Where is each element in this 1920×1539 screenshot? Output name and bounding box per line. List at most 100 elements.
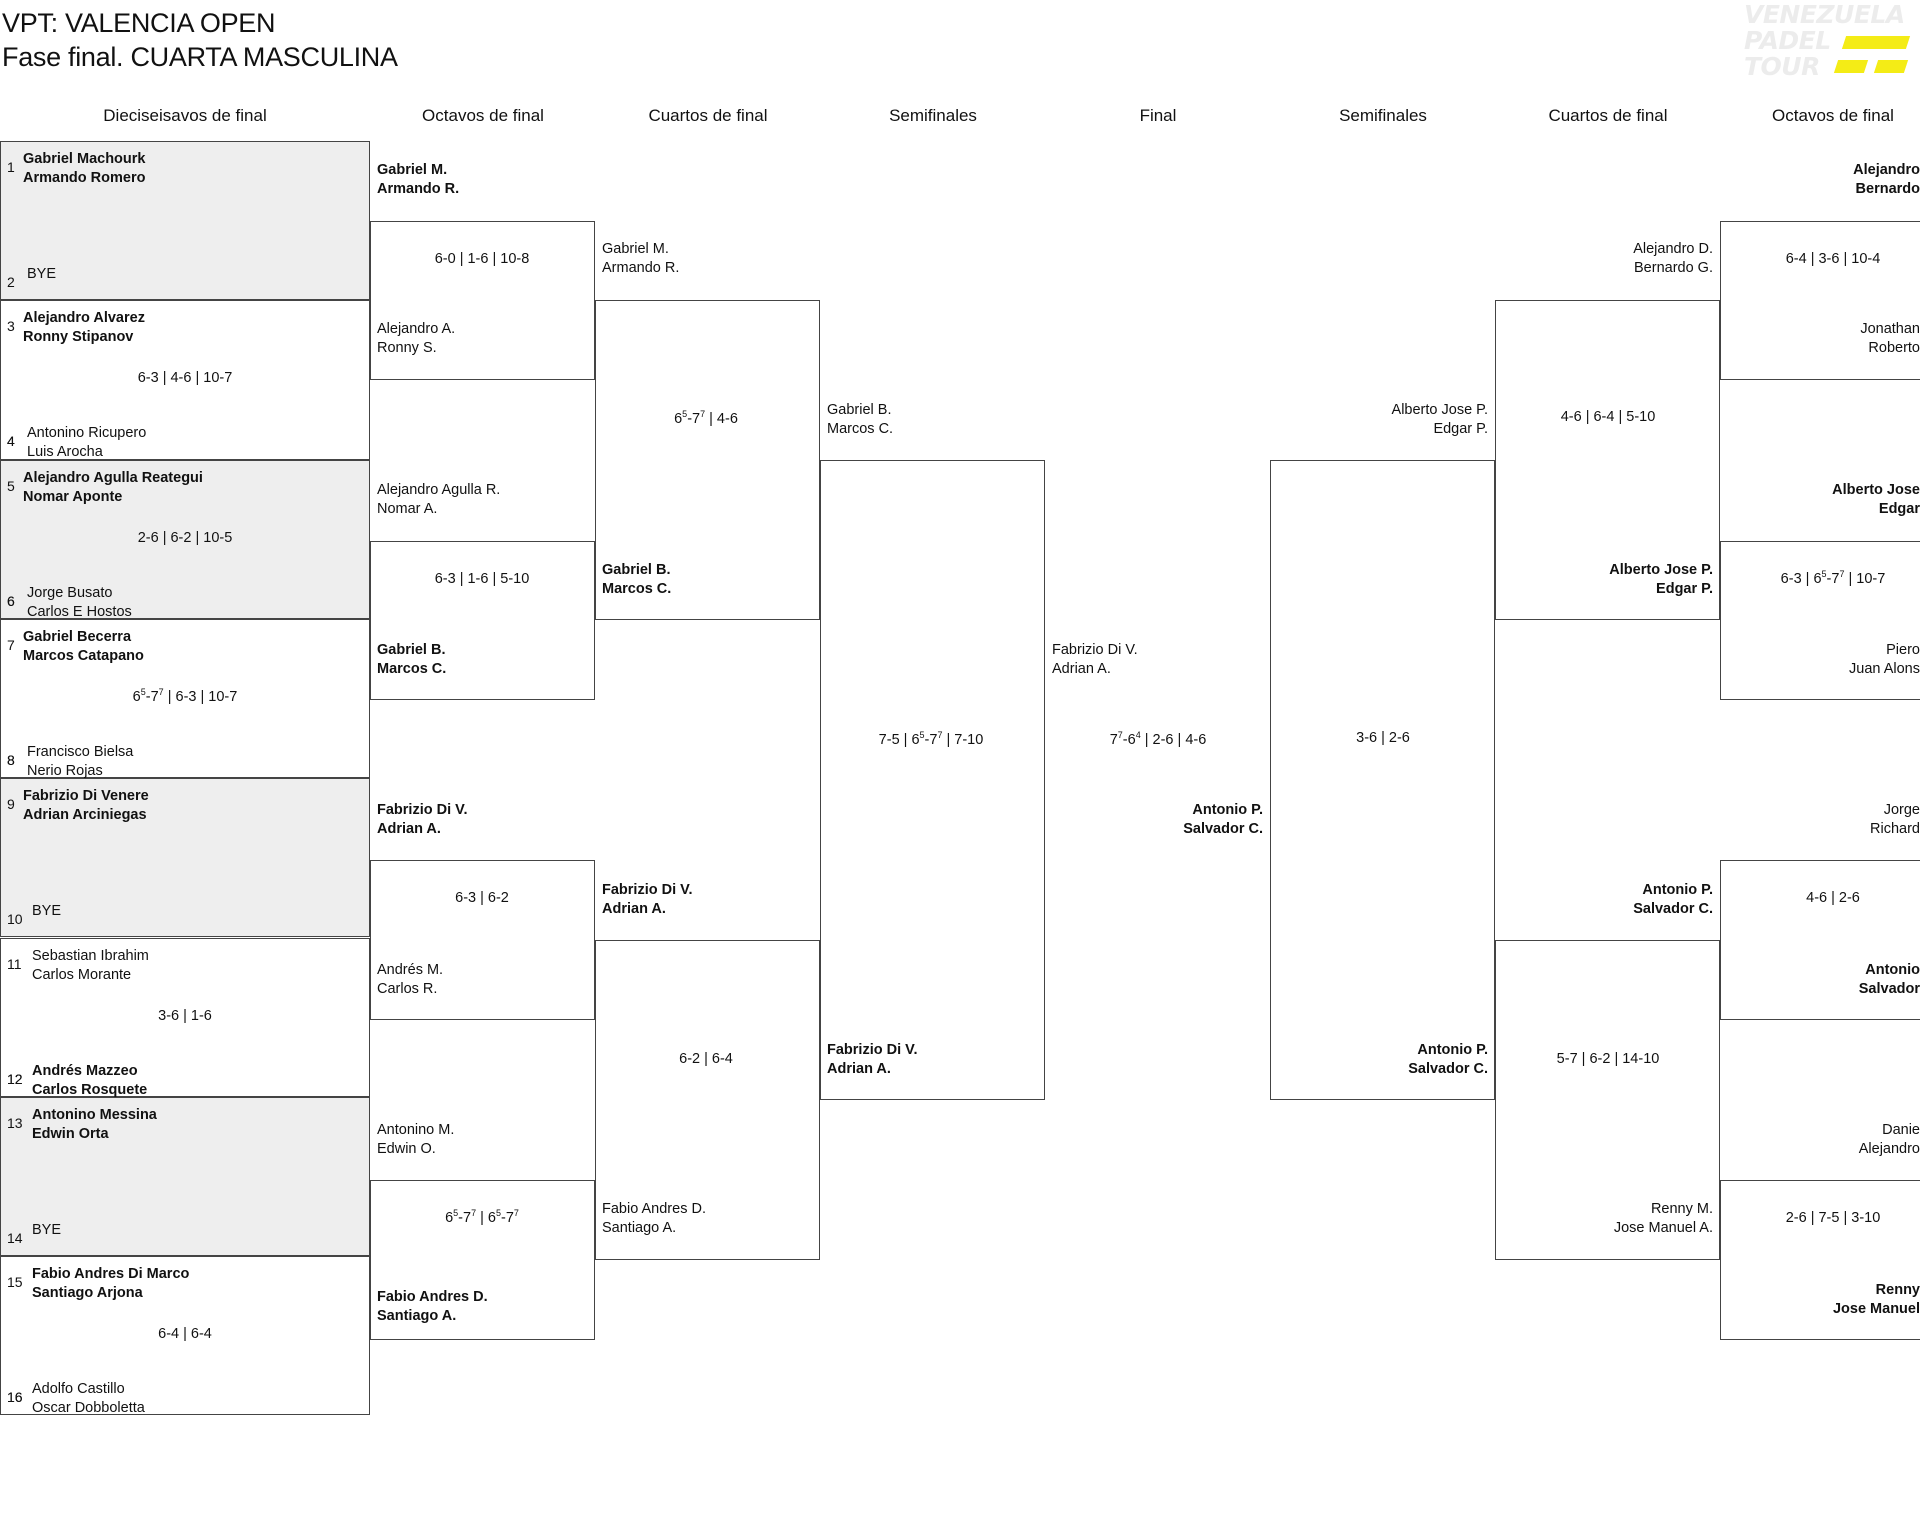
player-name: Santiago Arjona [32,1285,143,1302]
logo-text-line: TOUR [1744,52,1820,81]
player-name: Oscar Dobboletta [32,1400,145,1417]
match-score: 4-6 | 6-4 | 5-10 [1560,409,1656,425]
player-name: Gabriel B. [827,402,892,418]
team-entry: Fabrizio Di V.Adrian A. [377,801,468,839]
match-score: 6-4 | 6-4 [158,1326,212,1343]
player-name: Armando R. [602,260,680,276]
player-name: Antonino Messina [32,1106,157,1123]
player-name: Fabrizio Di Venere [23,788,149,805]
player-name: Fabrizio Di V. [1052,642,1138,658]
seed-number: 14 [7,1229,23,1246]
player-name: Renny M. [1650,1201,1713,1217]
player-name: Gabriel M. [377,162,448,178]
player-name: Jose Manuel [1832,1301,1920,1317]
match-box [0,618,370,779]
seed-number: 7 [7,636,15,653]
player-name: Armando Romero [23,170,146,186]
player-name: Nomar Aponte [23,488,123,505]
seed-number: 3 [7,318,15,335]
player-name: Alejandro D. [1633,241,1713,257]
match-box [0,937,370,1097]
team-entry: Fabio Andres D. Santiago A. [377,1288,488,1326]
seed-number: 6 [7,592,15,609]
match-box [1495,300,1720,620]
match-score: 4-6 | 2-6 [1806,890,1860,906]
match-score: 6-0 | 1-6 | 10-8 [434,251,530,267]
match-score: 2-6 | 7-5 | 3-10 [1785,1210,1881,1226]
player-name: BYE [27,266,57,282]
match-score: 3-6 | 1-6 [158,1007,212,1024]
match-score: 6-2 | 6-4 [679,1051,733,1067]
player-name: Antonio P. [1417,1042,1488,1058]
player-name: Adrian A. [377,821,441,837]
match-box [820,460,1045,1100]
player-name: Andrés M. [377,962,444,978]
player-name: Fabrizio Di V. [602,882,693,898]
player-name: Adrian A. [602,901,666,917]
page-subtitle: Fase final. CUARTA MASCULINA [2,42,398,72]
match-box [0,459,370,619]
player-name: Alberto Jose P. [1391,402,1488,418]
player-name: Salvador C. [1183,821,1263,837]
match-box [1495,940,1720,1260]
player-name: Carlos Rosquete [32,1081,148,1098]
match-score: 6-3 | 1-6 | 5-10 [434,571,530,587]
team-entry: Fabio Andres D.Santiago A. [602,1200,706,1238]
player-name: Alberto Jose P. [1609,562,1713,578]
seed-number: 10 [7,911,23,928]
match-box [370,541,595,700]
player-name: Nerio Rojas [27,762,103,779]
seed-number: 9 [7,796,15,813]
match-box [370,221,595,380]
player-name: Alejandro [1858,1141,1920,1157]
player-name: BYE [32,1221,62,1238]
team-entry: Renny M.Jose Manuel A. [1473,1200,1713,1238]
team-entry: Gabriel B.Marcos C. [377,641,446,679]
logo-bar-shape [1841,36,1911,49]
team-entry: BYE [32,1221,61,1240]
match-score: 65-77 | 4-6 [674,409,738,427]
seed-number: 8 [7,751,15,768]
player-name: Fabrizio Di V. [827,1042,918,1058]
player-name: Luis Arocha [27,444,103,461]
round-header: Cuartos de final [1548,106,1668,125]
team-entry: Gabriel M.Armando R. [602,240,679,278]
match-score: 6-3 | 6-2 [455,890,509,906]
match-score: 77-64 | 2-6 | 4-6 [1109,730,1207,748]
player-name: Juan Alons [1849,661,1920,677]
team-entry: Gabriel B.Marcos C. [827,401,893,439]
match-box [370,1180,595,1340]
match-box [1270,460,1495,1100]
match-box [0,141,370,301]
player-name: Salvador [1858,981,1920,997]
player-name: Gabriel Becerra [23,628,132,645]
player-name: Fabio Andres D. [377,1289,488,1305]
match-box [1720,541,1920,700]
team-entry: Fabrizio Di V.Adrian A. [827,1041,918,1079]
team-entry: Antonio P.Salvador C. [1043,801,1263,839]
seed-number: 13 [7,1114,23,1131]
player-name: Marcos C. [602,581,672,597]
player-name: Fabio Andres D. [602,1201,706,1217]
seed-number: 4 [7,433,15,450]
logo-text-line: PADEL [1744,26,1831,55]
match-score: 65-77 | 6-3 | 10-7 [132,687,238,705]
player-name: Alberto Jose [1832,482,1920,498]
player-name: Edgar [1878,501,1920,517]
player-name: Marcos Catapano [23,647,144,664]
player-name: Sebastian Ibrahim [32,947,149,964]
player-name: Fabio Andres Di Marco [32,1266,190,1283]
seed-number: 16 [7,1389,23,1406]
player-name: Santiago A. [377,1308,457,1324]
match-box [1720,860,1920,1020]
player-name: Bernardo G. [1634,260,1713,276]
player-name: Jorge [1883,802,1920,818]
